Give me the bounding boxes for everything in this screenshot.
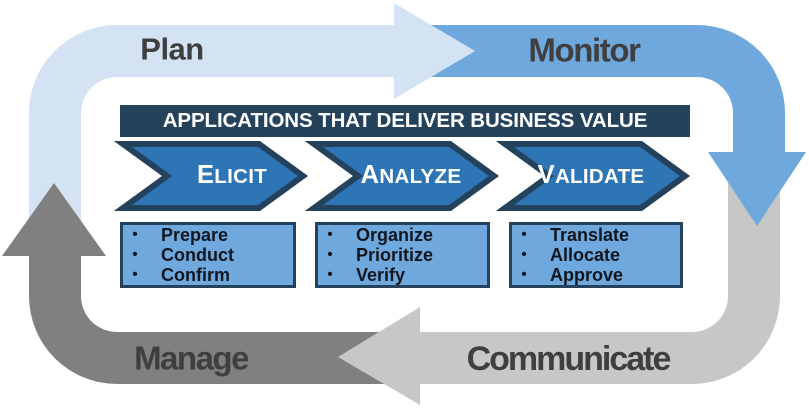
bullet-icon: •	[132, 246, 138, 263]
chevron-elicit	[113, 141, 309, 211]
chevron-validate	[495, 141, 691, 211]
banner-text: APPLICATIONS THAT DELIVER BUSINESS VALUE	[162, 109, 648, 132]
list-item: • Prioritize	[318, 245, 487, 265]
task-label: Prepare	[161, 225, 229, 245]
plan-arrowhead	[394, 3, 475, 99]
cycle-label-monitor: Monitor	[528, 31, 641, 69]
bullet-icon: •	[132, 226, 138, 243]
list-item: • Verify	[318, 265, 487, 285]
bullet-icon: •	[327, 266, 333, 283]
task-label: Prioritize	[356, 245, 434, 265]
list-item: • Confirm	[123, 265, 293, 285]
bullet-icon: •	[327, 246, 333, 263]
manage-arrow-band	[29, 256, 410, 384]
bullet-icon: •	[521, 246, 527, 263]
analyze-tasks-box: • Organize • Prioritize • Verify	[315, 222, 490, 288]
monitor-arrowhead	[708, 152, 806, 226]
communicate-arrowhead	[338, 307, 420, 405]
stage-label-validate: Validate	[537, 161, 645, 189]
bullet-icon: •	[521, 266, 527, 283]
manage-arrowhead	[2, 183, 106, 256]
stage-label-analyze: Analyze	[360, 161, 462, 189]
elicit-tasks-box: • Prepare • Conduct • Confirm	[120, 222, 296, 288]
bullet-icon: •	[327, 226, 333, 243]
task-label: Organize	[356, 225, 434, 245]
cycle-label-manage: Manage	[134, 339, 249, 377]
task-label: Confirm	[161, 265, 230, 285]
list-item: • Prepare	[123, 225, 293, 245]
task-label: Conduct	[161, 245, 234, 265]
task-label: Translate	[550, 225, 630, 245]
stage-label-elicit: Elicit	[196, 161, 268, 189]
monitor-arrow-band	[410, 25, 785, 152]
task-label: Allocate	[550, 245, 621, 265]
task-label: Verify	[356, 265, 406, 285]
task-label: Approve	[550, 265, 624, 285]
list-item: • Allocate	[512, 245, 680, 265]
list-item: • Approve	[512, 265, 680, 285]
bullet-icon: •	[521, 226, 527, 243]
cycle-label-plan: Plan	[140, 31, 204, 67]
cycle-label-communicate: Communicate	[466, 340, 672, 378]
list-item: • Translate	[512, 225, 680, 245]
list-item: • Organize	[318, 225, 487, 245]
list-item: • Conduct	[123, 245, 293, 265]
chevron-analyze	[304, 141, 500, 211]
banner: APPLICATIONS THAT DELIVER BUSINESS VALUE	[120, 105, 690, 137]
bullet-icon: •	[132, 266, 138, 283]
validate-tasks-box: • Translate • Allocate • Approve	[509, 222, 683, 288]
